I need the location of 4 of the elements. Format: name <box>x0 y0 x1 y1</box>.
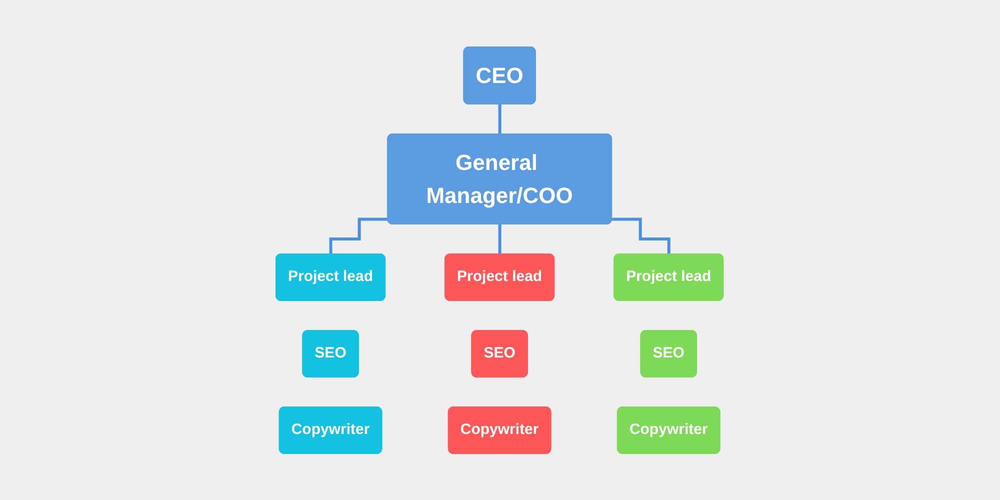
connector <box>498 102 502 136</box>
connector <box>612 218 672 256</box>
connector <box>498 222 502 256</box>
connector <box>330 218 388 256</box>
